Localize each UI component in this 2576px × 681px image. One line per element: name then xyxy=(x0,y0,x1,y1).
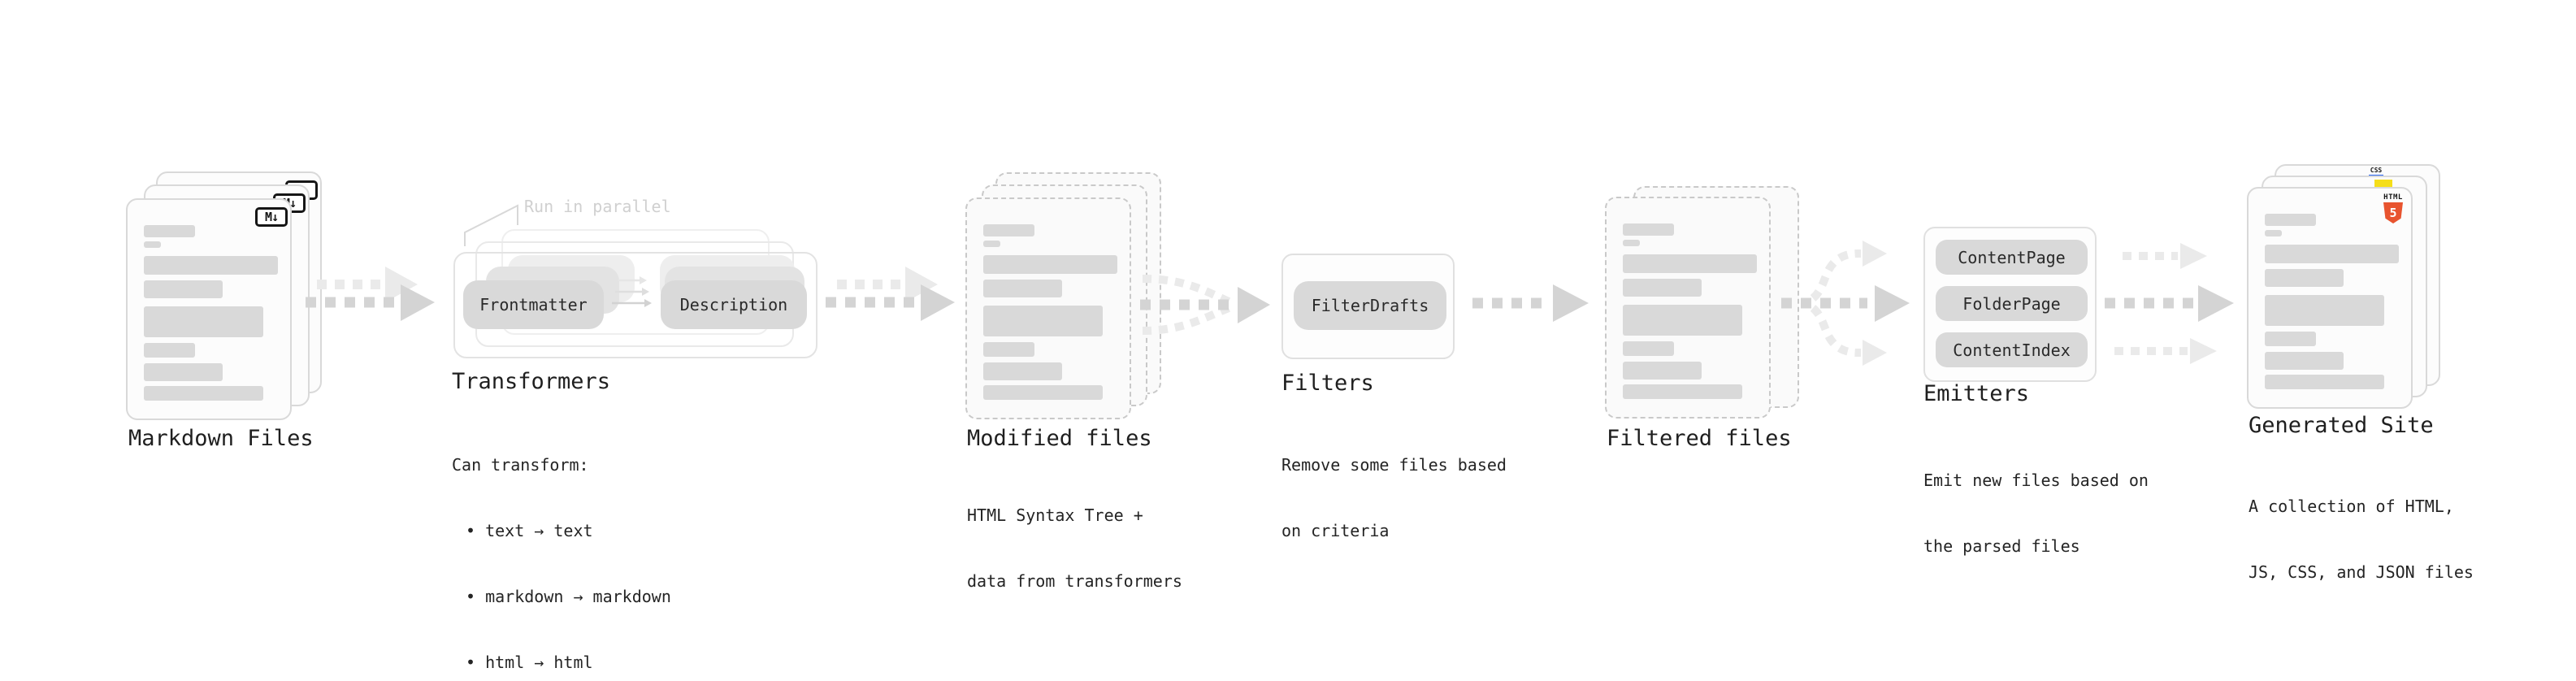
generated-site-title: Generated Site xyxy=(2249,413,2434,438)
emitters-description: Emit new files based on the parsed files xyxy=(1923,426,2149,601)
transformers-title: Transformers xyxy=(452,369,611,394)
markdown-icon: M↓ xyxy=(255,207,288,227)
text-line-placeholder xyxy=(144,386,263,401)
flow-arrow-markdown-to-transformers xyxy=(306,267,435,321)
transformers-description-line: • html → html xyxy=(466,653,593,672)
text-line-placeholder xyxy=(144,241,161,248)
modified-files-stack xyxy=(965,172,1164,424)
text-line-placeholder xyxy=(1623,341,1674,356)
text-line-placeholder xyxy=(2265,375,2384,389)
contentpage-pill: ContentPage xyxy=(1936,240,2088,275)
filtered-file-card xyxy=(1605,197,1771,419)
contentindex-pill: ContentIndex xyxy=(1936,332,2088,367)
generated-site-stack: CSS HTML 5 xyxy=(2247,164,2442,412)
text-line-placeholder xyxy=(1623,223,1674,236)
text-line-placeholder xyxy=(2265,352,2344,370)
modified-files-title: Modified files xyxy=(967,426,1152,451)
text-line-placeholder xyxy=(2265,230,2282,236)
html5-icon: HTML 5 xyxy=(2381,194,2405,223)
text-line-placeholder xyxy=(144,280,223,298)
filtered-files-title: Filtered files xyxy=(1607,426,1792,451)
filters-card: FilterDrafts xyxy=(1281,254,1455,359)
filters-description: Remove some files based on criteria xyxy=(1281,410,1507,586)
filtered-files-stack xyxy=(1605,186,1802,423)
file-content-placeholder xyxy=(967,199,1130,418)
text-line-placeholder xyxy=(983,280,1062,297)
emitters-description-line: the parsed files xyxy=(1923,536,2080,556)
file-content-placeholder xyxy=(128,200,290,419)
transformer-card xyxy=(453,252,817,358)
text-line-placeholder xyxy=(983,255,1117,274)
text-line-placeholder xyxy=(144,343,195,358)
text-line-placeholder xyxy=(144,306,263,337)
filters-description-line: Remove some files based xyxy=(1281,455,1507,475)
markdown-files-stack: M↓ M↓ M↓ xyxy=(126,171,325,423)
text-line-placeholder xyxy=(983,306,1103,336)
text-line-placeholder xyxy=(2265,269,2344,287)
generated-file-card-html: HTML 5 xyxy=(2247,187,2413,409)
text-line-placeholder xyxy=(144,256,278,275)
text-line-placeholder xyxy=(983,362,1062,380)
transformers-description-line: • markdown → markdown xyxy=(466,587,671,606)
filterdrafts-pill: FilterDrafts xyxy=(1294,281,1446,330)
text-line-placeholder xyxy=(983,241,1000,247)
text-line-placeholder xyxy=(1623,305,1742,336)
filters-title: Filters xyxy=(1281,371,1374,396)
text-line-placeholder xyxy=(144,363,223,381)
text-line-placeholder xyxy=(2265,332,2316,346)
flow-arrow-filtered-to-emitters xyxy=(1781,241,1910,366)
text-line-placeholder xyxy=(144,225,195,237)
annotation-callout-line xyxy=(464,204,518,246)
modified-files-description: HTML Syntax Tree + data from transformer… xyxy=(967,461,1182,636)
file-content-placeholder xyxy=(2249,189,2411,407)
text-line-placeholder xyxy=(2265,245,2399,263)
text-line-placeholder xyxy=(1623,240,1640,246)
run-in-parallel-annotation: Run in parallel xyxy=(524,197,671,216)
text-line-placeholder xyxy=(2265,295,2384,326)
flow-arrows-emitters-to-generated xyxy=(2105,243,2234,364)
modified-files-description-line: HTML Syntax Tree + xyxy=(967,505,1143,525)
folderpage-pill: FolderPage xyxy=(1936,286,2088,321)
emitters-card: ContentPage FolderPage ContentIndex xyxy=(1923,227,2097,382)
text-line-placeholder xyxy=(1623,254,1757,273)
modified-file-card xyxy=(965,197,1131,419)
filters-description-line: on criteria xyxy=(1281,521,1390,540)
file-content-placeholder xyxy=(1607,198,1769,417)
generated-site-description-line: JS, CSS, and JSON files xyxy=(2249,562,2474,582)
text-line-placeholder xyxy=(1623,384,1742,399)
frontmatter-pill: Frontmatter xyxy=(463,280,604,329)
generated-site-description-line: A collection of HTML, xyxy=(2249,497,2454,516)
markdown-files-title: Markdown Files xyxy=(128,426,314,451)
text-line-placeholder xyxy=(1623,362,1702,380)
modified-files-description-line: data from transformers xyxy=(967,571,1182,591)
flow-arrow-transformers-to-modified xyxy=(826,267,955,321)
flow-arrow-modified-to-filters xyxy=(1140,275,1270,335)
text-line-placeholder xyxy=(2265,214,2316,226)
text-line-placeholder xyxy=(1623,279,1702,297)
pill-flow-arrows xyxy=(612,276,652,307)
text-line-placeholder xyxy=(983,385,1103,400)
emitters-title: Emitters xyxy=(1923,381,2030,406)
text-line-placeholder xyxy=(983,342,1034,357)
emitters-description-line: Emit new files based on xyxy=(1923,471,2149,490)
flow-arrow-filters-to-filtered xyxy=(1472,284,1589,322)
description-pill: Description xyxy=(661,280,807,329)
generated-site-description: A collection of HTML, JS, CSS, and JSON … xyxy=(2249,452,2474,627)
transformers-description-line: Can transform: xyxy=(452,455,589,475)
transformers-description: Can transform: • text → text • markdown … xyxy=(452,410,671,681)
markdown-file-card: M↓ xyxy=(126,198,292,420)
transformers-description-line: • text → text xyxy=(466,521,593,540)
text-line-placeholder xyxy=(983,224,1034,236)
